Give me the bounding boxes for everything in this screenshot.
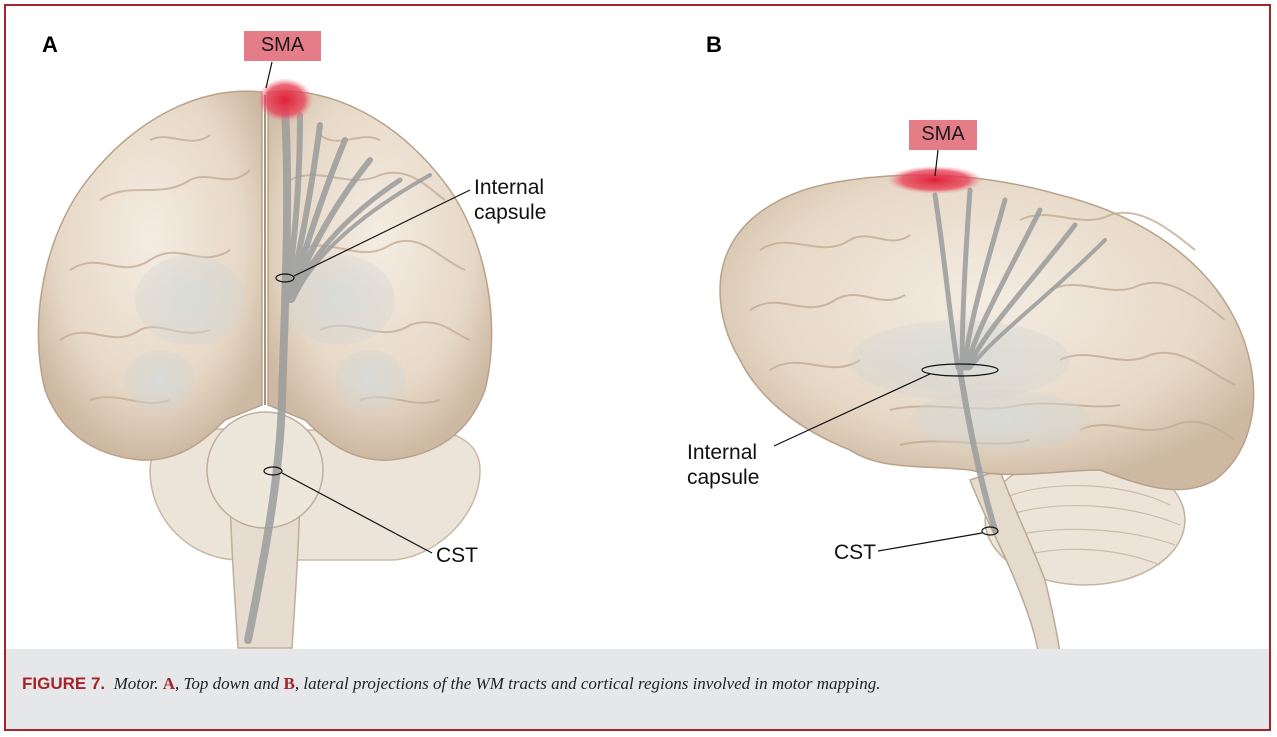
panel-b-deep-structure-2 bbox=[910, 390, 1090, 450]
panel-a-internal-capsule-line2: capsule bbox=[474, 200, 546, 225]
panel-b-letter: B bbox=[706, 32, 722, 58]
panel-a-internal-capsule-label: Internal capsule bbox=[474, 175, 546, 225]
panel-a-sma-region bbox=[257, 78, 313, 122]
panel-a-internal-capsule-line1: Internal bbox=[474, 175, 546, 200]
figure-caption: FIGURE 7. Motor. A, Top down and B, late… bbox=[4, 649, 1271, 731]
panel-a-deep-temporal-right bbox=[335, 350, 405, 410]
panel-b-internal-capsule-label: Internal capsule bbox=[687, 440, 759, 490]
panel-b-sma-region bbox=[887, 166, 983, 194]
panel-a-sma-label: SMA bbox=[244, 31, 321, 61]
panel-b-cst-label: CST bbox=[834, 540, 876, 565]
panel-a-pons bbox=[207, 412, 323, 528]
caption-part2: , Top down and bbox=[175, 674, 283, 693]
panel-a-letter: A bbox=[42, 32, 58, 58]
caption-figure-label: FIGURE 7. bbox=[22, 674, 105, 693]
panel-b-internal-capsule-line2: capsule bbox=[687, 465, 759, 490]
panel-a-deep-left bbox=[135, 255, 245, 345]
panel-b-brain bbox=[720, 175, 1254, 700]
panel-a-deep-temporal-left bbox=[125, 350, 195, 410]
caption-text: FIGURE 7. Motor. A, Top down and B, late… bbox=[22, 674, 881, 694]
panel-b-sma-label: SMA bbox=[909, 120, 977, 150]
caption-ref-a: A bbox=[163, 674, 175, 693]
panel-a-cst-label: CST bbox=[436, 543, 478, 568]
caption-part1: Motor. bbox=[114, 674, 163, 693]
caption-part3: , lateral projections of the WM tracts a… bbox=[295, 674, 881, 693]
panel-b-internal-capsule-line1: Internal bbox=[687, 440, 759, 465]
caption-ref-b: B bbox=[284, 674, 295, 693]
